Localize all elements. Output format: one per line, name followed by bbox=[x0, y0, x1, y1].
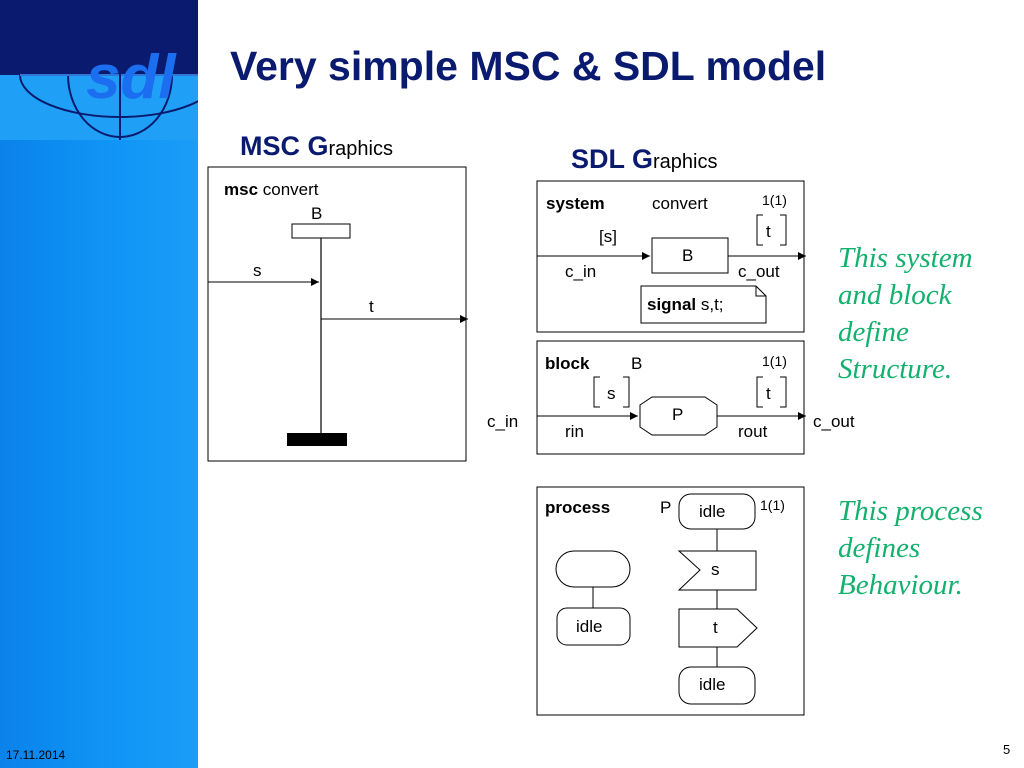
signal-list: s,t; bbox=[700, 295, 724, 314]
block-signal-in-bracket bbox=[593, 376, 630, 408]
block-keyword: block bbox=[545, 354, 590, 373]
structure-note: This system and block define Structure. bbox=[838, 240, 973, 388]
structure-note-line: define bbox=[838, 316, 909, 348]
system-channel-out: c_out bbox=[738, 262, 780, 281]
structure-note-line: Structure. bbox=[838, 353, 953, 385]
behaviour-note-line: defines bbox=[838, 532, 921, 564]
block-channel-in: c_in bbox=[487, 412, 519, 431]
block-signal-out-bracket bbox=[756, 376, 787, 408]
msc-heading-small: raphics bbox=[328, 138, 393, 160]
system-block-label: B bbox=[682, 246, 694, 265]
sdl-heading-small: raphics bbox=[653, 151, 718, 173]
msc-instance-label: B bbox=[311, 204, 323, 223]
process-start-next-state-label: idle bbox=[576, 617, 603, 636]
process-name: P bbox=[660, 498, 672, 517]
block-route-out: rout bbox=[738, 422, 768, 441]
block-route-in: rin bbox=[565, 422, 584, 441]
msc-message-s-label: s bbox=[253, 261, 262, 280]
behaviour-note-line: This process bbox=[838, 495, 983, 527]
process-start-symbol bbox=[555, 550, 631, 588]
msc-heading: MSC Graphics bbox=[240, 133, 393, 160]
block-signal-in: s bbox=[607, 384, 616, 403]
msc-instance-head bbox=[291, 223, 351, 239]
process-state-top-label: idle bbox=[699, 502, 726, 521]
svg-text:sdl: sdl bbox=[86, 43, 177, 112]
system-block-b bbox=[651, 237, 729, 274]
block-page: 1(1) bbox=[762, 353, 787, 369]
system-channel-in: c_in bbox=[565, 262, 597, 281]
msc-name: convert bbox=[262, 180, 319, 199]
process-input-label: s bbox=[711, 560, 720, 579]
msc-heading-big: MSC G bbox=[240, 131, 329, 161]
process-start-next-state bbox=[556, 607, 631, 646]
sdl-logo: sdl bbox=[0, 0, 198, 140]
slide-title: Very simple MSC & SDL model bbox=[230, 43, 827, 89]
system-page: 1(1) bbox=[762, 192, 787, 208]
process-page: 1(1) bbox=[760, 497, 785, 513]
process-frame bbox=[536, 486, 805, 716]
signal-keyword: signal bbox=[647, 295, 697, 314]
msc-title: msc convert bbox=[224, 181, 319, 198]
msc-message-t-label: t bbox=[369, 297, 374, 316]
process-output-label: t bbox=[713, 618, 718, 637]
behaviour-note-line: Behaviour. bbox=[838, 569, 963, 601]
system-name: convert bbox=[652, 194, 708, 213]
system-keyword: system bbox=[546, 194, 605, 213]
block-frame bbox=[536, 340, 805, 455]
structure-note-line: This system bbox=[838, 242, 973, 274]
footer-date: 17.11.2014 bbox=[6, 748, 66, 762]
block-process-p bbox=[639, 396, 718, 436]
process-state-after bbox=[678, 666, 756, 705]
block-signal-out: t bbox=[766, 384, 771, 403]
structure-note-line: and block bbox=[838, 279, 952, 311]
page-number: 5 bbox=[1003, 742, 1011, 757]
sdl-heading-big: SDL G bbox=[571, 144, 654, 174]
block-process-label: P bbox=[672, 405, 684, 424]
sdl-heading: SDL Graphics bbox=[571, 146, 718, 173]
block-name: B bbox=[631, 354, 643, 373]
system-signal-out: t bbox=[766, 222, 771, 241]
behaviour-note: This process defines Behaviour. bbox=[838, 493, 983, 604]
msc-instance-end bbox=[287, 433, 347, 446]
process-keyword: process bbox=[545, 498, 611, 517]
system-signal-out-bracket bbox=[756, 214, 787, 246]
msc-frame bbox=[207, 166, 467, 462]
block-channel-out: c_out bbox=[813, 412, 855, 431]
process-state-after-label: idle bbox=[699, 675, 726, 694]
process-output-symbol bbox=[678, 608, 758, 648]
msc-keyword: msc bbox=[224, 180, 259, 199]
system-signal-in: [s] bbox=[599, 227, 617, 246]
system-signal-declaration: signal s,t; bbox=[647, 296, 724, 313]
system-signal-text-symbol bbox=[640, 285, 767, 324]
